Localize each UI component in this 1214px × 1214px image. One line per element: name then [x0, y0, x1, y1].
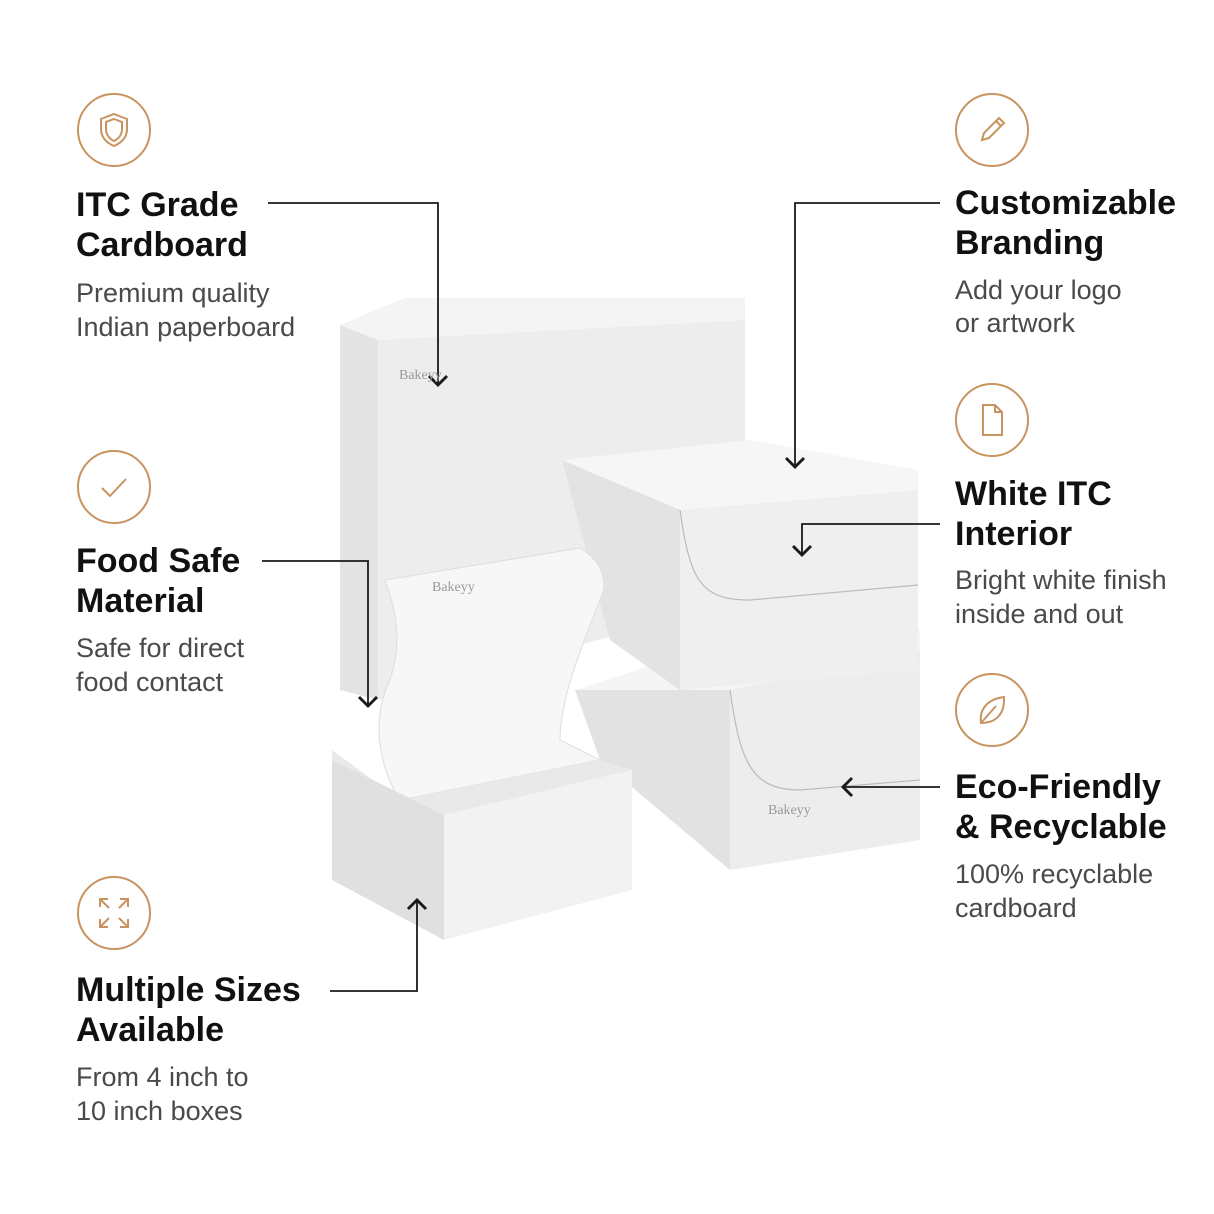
feature-description: Safe for direct: [76, 633, 245, 663]
feature-title: ITC Grade: [76, 186, 239, 224]
open-box: [332, 547, 632, 940]
feature-title: Multiple Sizes: [76, 971, 301, 1009]
feature-description: Indian paperboard: [76, 312, 296, 342]
document-icon: [955, 383, 1029, 457]
feature-description: Add your logo: [955, 275, 1122, 305]
feature-title: Cardboard: [76, 226, 248, 264]
feature-title: Interior: [955, 515, 1073, 553]
shield-icon: [77, 93, 151, 167]
feature-title: White ITC: [955, 475, 1112, 513]
feature-description: Bright white finish: [955, 565, 1167, 595]
feature-title: Customizable: [955, 184, 1177, 222]
feature-title: Food Safe: [76, 542, 241, 580]
feature-description: 10 inch boxes: [76, 1096, 243, 1126]
watermark: Bakeyy: [399, 368, 442, 383]
watermark: Bakeyy: [768, 803, 811, 818]
feature-description: cardboard: [955, 893, 1077, 923]
feature-description: From 4 inch to: [76, 1062, 249, 1092]
feature-title: & Recyclable: [955, 808, 1167, 846]
feature-title: Material: [76, 582, 205, 620]
leaf-icon: [955, 673, 1029, 747]
feature-description: or artwork: [955, 308, 1076, 338]
feature-description: 100% recyclable: [955, 859, 1154, 889]
checkmark-icon: [77, 450, 151, 524]
feature-description: Premium quality: [76, 278, 270, 308]
pencil-icon: [955, 93, 1029, 167]
feature-title: Branding: [955, 224, 1105, 262]
feature-title: Available: [76, 1011, 225, 1049]
connector-lines: [262, 202, 940, 992]
watermark: Bakeyy: [432, 580, 475, 595]
feature-description: inside and out: [955, 599, 1124, 629]
feature-description: food contact: [76, 667, 224, 697]
expand-arrows-icon: [77, 876, 151, 950]
upper-right-box: [562, 440, 919, 690]
feature-title: Eco-Friendly: [955, 768, 1161, 806]
